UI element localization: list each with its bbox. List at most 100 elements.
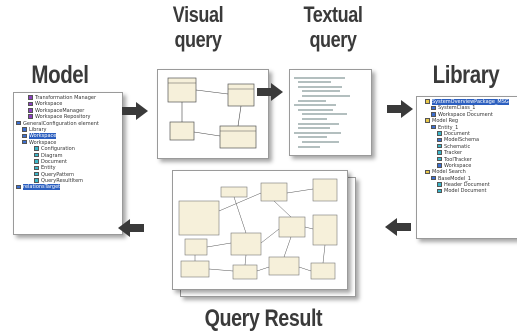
tree-item-label: Document	[41, 158, 67, 165]
tree-item-label: QueryPattern	[41, 171, 75, 178]
visual-query-title: Visual query	[165, 4, 231, 51]
query-class-box	[227, 83, 255, 107]
tree-item[interactable]: Entity	[14, 165, 122, 171]
tree-node-icon	[425, 118, 430, 123]
tree-item[interactable]: ModelSchema	[417, 137, 517, 143]
tree-item[interactable]: Tracker	[417, 150, 517, 156]
tree-item-label: Workspace	[29, 139, 57, 146]
result-class-box	[184, 238, 208, 256]
tree-item[interactable]: Library	[14, 127, 122, 133]
arrow-result-to-model	[118, 219, 144, 237]
tree-node-icon	[22, 133, 27, 139]
code-line	[298, 108, 334, 111]
code-line	[302, 113, 348, 116]
result-class-box	[232, 264, 258, 280]
tree-item[interactable]: Model Document	[417, 188, 517, 194]
tree-node-icon	[34, 152, 39, 158]
tree-item-label: GeneralConfiguration element	[23, 120, 99, 127]
tree-item[interactable]: SystemOverviewPackage_MSG	[417, 99, 517, 105]
tree-node-icon	[431, 124, 436, 130]
tree-item[interactable]: Document	[14, 159, 122, 165]
code-line	[302, 94, 351, 97]
tree-item[interactable]: Model Search	[417, 169, 517, 175]
tree-item[interactable]: Workspace Repository	[14, 114, 122, 120]
code-line	[298, 99, 326, 102]
tree-item[interactable]: Model Reg	[417, 118, 517, 124]
visual-query-panel	[157, 69, 269, 159]
tree-item[interactable]: relationsTarget	[14, 184, 122, 191]
tree-node-icon	[425, 169, 430, 175]
visual-query-diagram	[167, 77, 257, 149]
code-line	[298, 85, 342, 88]
query-association	[193, 131, 221, 137]
tree-item-label: Model Reg	[432, 118, 459, 125]
tree-item-label: relationsTarget	[23, 184, 61, 191]
tree-item-label: Configuration	[41, 146, 75, 153]
tree-node-icon	[22, 139, 27, 145]
tree-item-label: Library	[29, 126, 47, 133]
tree-item-label: QueryResultItem	[41, 178, 84, 185]
code-line	[298, 145, 320, 148]
query-result-diagram	[178, 178, 338, 280]
result-class-box	[310, 262, 336, 280]
tree-item[interactable]: Configuration	[14, 146, 122, 152]
query-code-text	[294, 76, 367, 148]
tree-node-icon	[28, 114, 33, 119]
tree-item[interactable]: Diagram	[14, 153, 122, 159]
tree-item[interactable]: ToolTracker	[417, 157, 517, 163]
tree-item[interactable]: Workspace	[14, 133, 122, 140]
tree-item[interactable]: Entity_1	[417, 125, 517, 131]
tree-item[interactable]: Document	[417, 131, 517, 137]
result-class-box	[230, 232, 262, 256]
arrow-left-icon	[385, 218, 411, 236]
code-line	[298, 136, 328, 139]
tree-item-label: Header Document	[444, 182, 490, 189]
tree-item-label: Transformation Manager	[35, 95, 97, 101]
tree-node-icon	[431, 175, 436, 181]
result-class-box	[268, 256, 300, 276]
result-class-box	[220, 186, 248, 198]
tree-item[interactable]: Transformation Manager	[14, 95, 122, 101]
tree-node-icon	[431, 105, 436, 111]
tree-node-icon	[16, 184, 21, 190]
tree-node-icon	[437, 143, 442, 149]
tree-item[interactable]: QueryPattern	[14, 172, 122, 178]
tree-item[interactable]: WorkspaceManager	[14, 108, 122, 114]
tree-node-icon	[437, 150, 442, 155]
code-line	[302, 90, 340, 93]
library-title: Library	[432, 61, 500, 89]
tree-node-icon	[34, 159, 39, 164]
arrow-left-icon	[118, 219, 144, 237]
tree-item[interactable]: Header Document	[417, 182, 517, 188]
tree-item[interactable]: BaseModel_1	[417, 176, 517, 182]
code-line	[294, 104, 337, 107]
tree-node-icon	[34, 178, 39, 183]
tree-node-icon	[28, 101, 33, 107]
tree-node-icon	[425, 99, 430, 104]
result-class-box	[312, 214, 338, 246]
tree-item-label: Model Search	[432, 169, 466, 176]
tree-item-label: SystemOverviewPackage_MSG	[432, 99, 509, 105]
tree-item[interactable]: Schematic	[417, 144, 517, 150]
tree-item[interactable]: Workspace	[14, 101, 122, 107]
arrow-right-icon	[387, 100, 413, 118]
tree-item[interactable]: SystemClass_1	[417, 105, 517, 111]
arrow-right-icon	[122, 102, 148, 120]
tree-item-label: Tracker	[444, 150, 463, 157]
result-class-box	[312, 178, 338, 202]
code-line	[302, 117, 327, 120]
tree-item[interactable]: QueryResultItem	[14, 178, 122, 184]
tree-node-icon	[431, 112, 436, 117]
tree-node-icon	[437, 131, 442, 136]
tree-item[interactable]: Workspace	[417, 163, 517, 169]
tree-node-icon	[16, 120, 21, 126]
visual-query-title-line1: Visual	[172, 2, 224, 27]
code-line	[294, 131, 341, 134]
result-class-box	[278, 216, 306, 238]
tree-node-icon	[437, 156, 442, 162]
tree-item[interactable]: Workspace	[14, 140, 122, 146]
tree-item[interactable]: GeneralConfiguration element	[14, 121, 122, 127]
tree-node-icon	[437, 137, 442, 143]
tree-item[interactable]: Workspace Document	[417, 112, 517, 118]
